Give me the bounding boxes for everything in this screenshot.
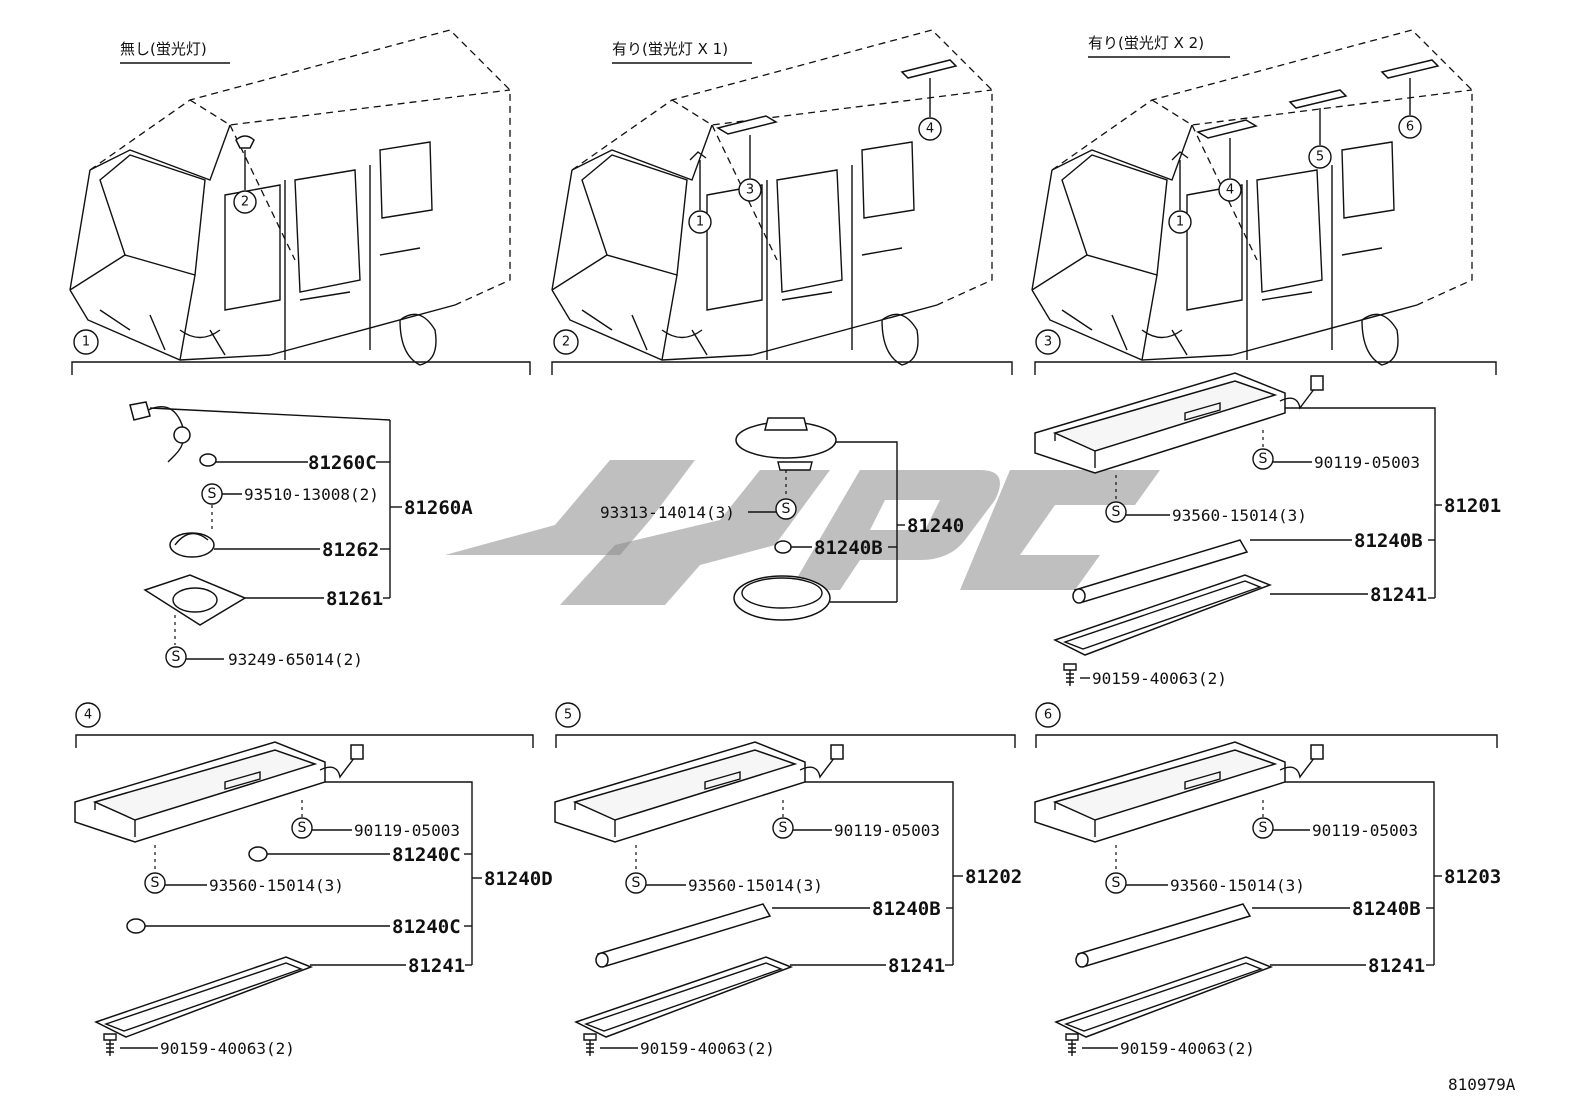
group-brackets: 1 2 3 4 5 6 <box>71 329 1498 748</box>
callout-van1-2: 2 <box>241 195 249 210</box>
callout-van3-6: 6 <box>1406 120 1414 135</box>
svg-text:S: S <box>1259 820 1268 836</box>
group-6-parts: S 90119-05003 81203 S 93560-15014(3) 812… <box>1034 741 1501 1058</box>
g4-part-81240C-2: 81240C <box>392 916 461 938</box>
group-number-3: 3 <box>1044 335 1052 350</box>
group-number-1: 1 <box>82 335 90 350</box>
g6-part-81241: 81241 <box>1368 955 1425 977</box>
g6-fastener-90119: 90119-05003 <box>1312 821 1418 840</box>
group-3-parts: S 90119-05003 81201 S 93560-15014(3) 812… <box>1034 372 1501 688</box>
g5-part-81241: 81241 <box>888 955 945 977</box>
g1-part-81261: 81261 <box>326 588 383 610</box>
g1-assembly-81260A: 81260A <box>404 497 473 519</box>
g3-fastener-90119: 90119-05003 <box>1314 453 1420 472</box>
group-number-5: 5 <box>564 708 572 723</box>
svg-text:S: S <box>782 501 791 517</box>
callout-van3-4: 4 <box>1226 183 1234 198</box>
g5-part-81240B: 81240B <box>872 898 941 920</box>
callout-van2-3: 3 <box>746 183 754 198</box>
svg-text:S: S <box>1259 451 1268 467</box>
g3-part-81241: 81241 <box>1370 584 1427 606</box>
g4-fastener-90159: 90159-40063(2) <box>160 1039 295 1058</box>
header-variant-2: 有り(蛍光灯 X 1) <box>612 40 728 58</box>
watermark-logo <box>445 460 1160 605</box>
svg-text:S: S <box>1112 504 1121 520</box>
g1-part-81260C: 81260C <box>308 452 377 474</box>
van-illustration-2: 1 3 4 <box>551 29 993 366</box>
g5-fastener-90119: 90119-05003 <box>834 821 940 840</box>
group-2-parts: S 93313-14014(3) 81240B 81240 <box>600 417 964 621</box>
g4-assembly-81240D: 81240D <box>484 868 553 890</box>
g4-part-81240C-1: 81240C <box>392 844 461 866</box>
g2-part-81240B: 81240B <box>814 537 883 559</box>
header-variant-3: 有り(蛍光灯 X 2) <box>1088 34 1204 52</box>
g5-assembly-81202: 81202 <box>965 866 1022 888</box>
svg-text:S: S <box>1112 875 1121 891</box>
group-number-4: 4 <box>84 708 92 723</box>
group-4-parts: S 90119-05003 81240C 81240D S 93560-1501… <box>74 741 553 1058</box>
g4-fastener-93560: 93560-15014(3) <box>209 876 344 895</box>
g3-part-81240B: 81240B <box>1354 530 1423 552</box>
g2-assembly-81240: 81240 <box>907 515 964 537</box>
g6-part-81240B: 81240B <box>1352 898 1421 920</box>
van-illustration-3: 1 4 5 6 <box>1031 29 1473 366</box>
group-number-6: 6 <box>1044 708 1052 723</box>
group-1-parts: 81260C S 93510-13008(2) 81262 81261 8126… <box>129 401 473 669</box>
svg-text:S: S <box>779 820 788 836</box>
g1-fastener-93510: 93510-13008(2) <box>244 485 379 504</box>
g5-fastener-90159: 90159-40063(2) <box>640 1039 775 1058</box>
svg-text:S: S <box>172 649 181 665</box>
svg-text:S: S <box>298 820 307 836</box>
van-illustration-1: 2 <box>69 29 511 366</box>
g3-fastener-93560: 93560-15014(3) <box>1172 506 1307 525</box>
g5-fastener-93560: 93560-15014(3) <box>688 876 823 895</box>
group-5-parts: S 90119-05003 81202 S 93560-15014(3) 812… <box>554 741 1022 1058</box>
svg-text:S: S <box>151 875 160 891</box>
g1-part-81262: 81262 <box>322 539 379 561</box>
callout-van3-5: 5 <box>1316 150 1324 165</box>
group-number-2: 2 <box>562 335 570 350</box>
callout-van2-1: 1 <box>696 215 704 230</box>
g3-assembly-81201: 81201 <box>1444 495 1501 517</box>
g4-fastener-90119: 90119-05003 <box>354 821 460 840</box>
g4-part-81241: 81241 <box>408 955 465 977</box>
callout-van3-1: 1 <box>1176 215 1184 230</box>
g1-fastener-93249: 93249-65014(2) <box>228 650 363 669</box>
g6-fastener-93560: 93560-15014(3) <box>1170 876 1305 895</box>
figure-code: 810979A <box>1448 1075 1516 1094</box>
g3-fastener-90159: 90159-40063(2) <box>1092 669 1227 688</box>
header-variant-1: 無し(蛍光灯) <box>120 40 207 58</box>
g2-fastener-93313: 93313-14014(3) <box>600 503 735 522</box>
svg-text:S: S <box>632 875 641 891</box>
g6-fastener-90159: 90159-40063(2) <box>1120 1039 1255 1058</box>
g6-assembly-81203: 81203 <box>1444 866 1501 888</box>
callout-van2-4: 4 <box>926 122 934 137</box>
svg-text:S: S <box>208 486 217 502</box>
